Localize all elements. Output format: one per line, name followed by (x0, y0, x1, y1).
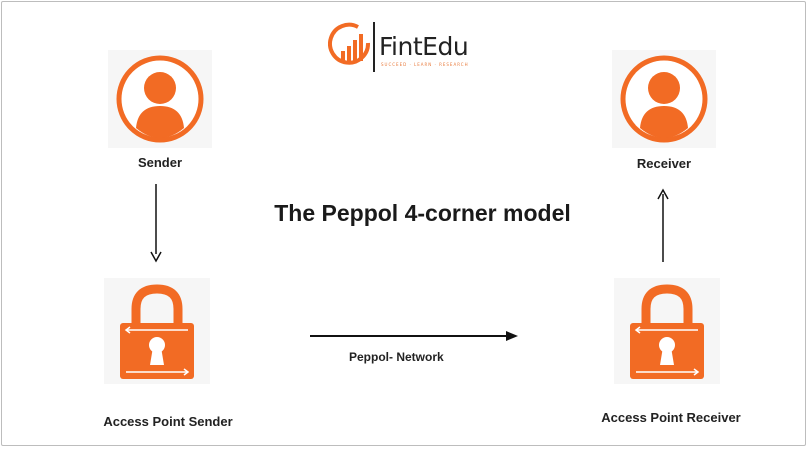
ap-receiver-label: Access Point Receiver (601, 410, 741, 425)
receiver-label: Receiver (636, 156, 692, 171)
arrow-right (310, 331, 518, 341)
sender-label: Sender (137, 155, 183, 170)
padlock-icon (120, 284, 194, 379)
logo-tagline: SUCCEED · LEARN · RESEARCH (381, 62, 469, 67)
arrow-up (657, 188, 669, 262)
ap-sender-label: Access Point Sender (103, 414, 233, 429)
logo-divider (373, 22, 375, 72)
network-label: Peppol- Network (349, 350, 444, 364)
user-icon (116, 55, 204, 143)
padlock-icon (630, 284, 704, 379)
arrow-down (150, 184, 162, 263)
logo-name: FintEdu (379, 32, 469, 61)
user-icon (620, 55, 708, 143)
diagram-title: The Peppol 4-corner model (274, 200, 571, 226)
logo-icon (328, 22, 371, 65)
